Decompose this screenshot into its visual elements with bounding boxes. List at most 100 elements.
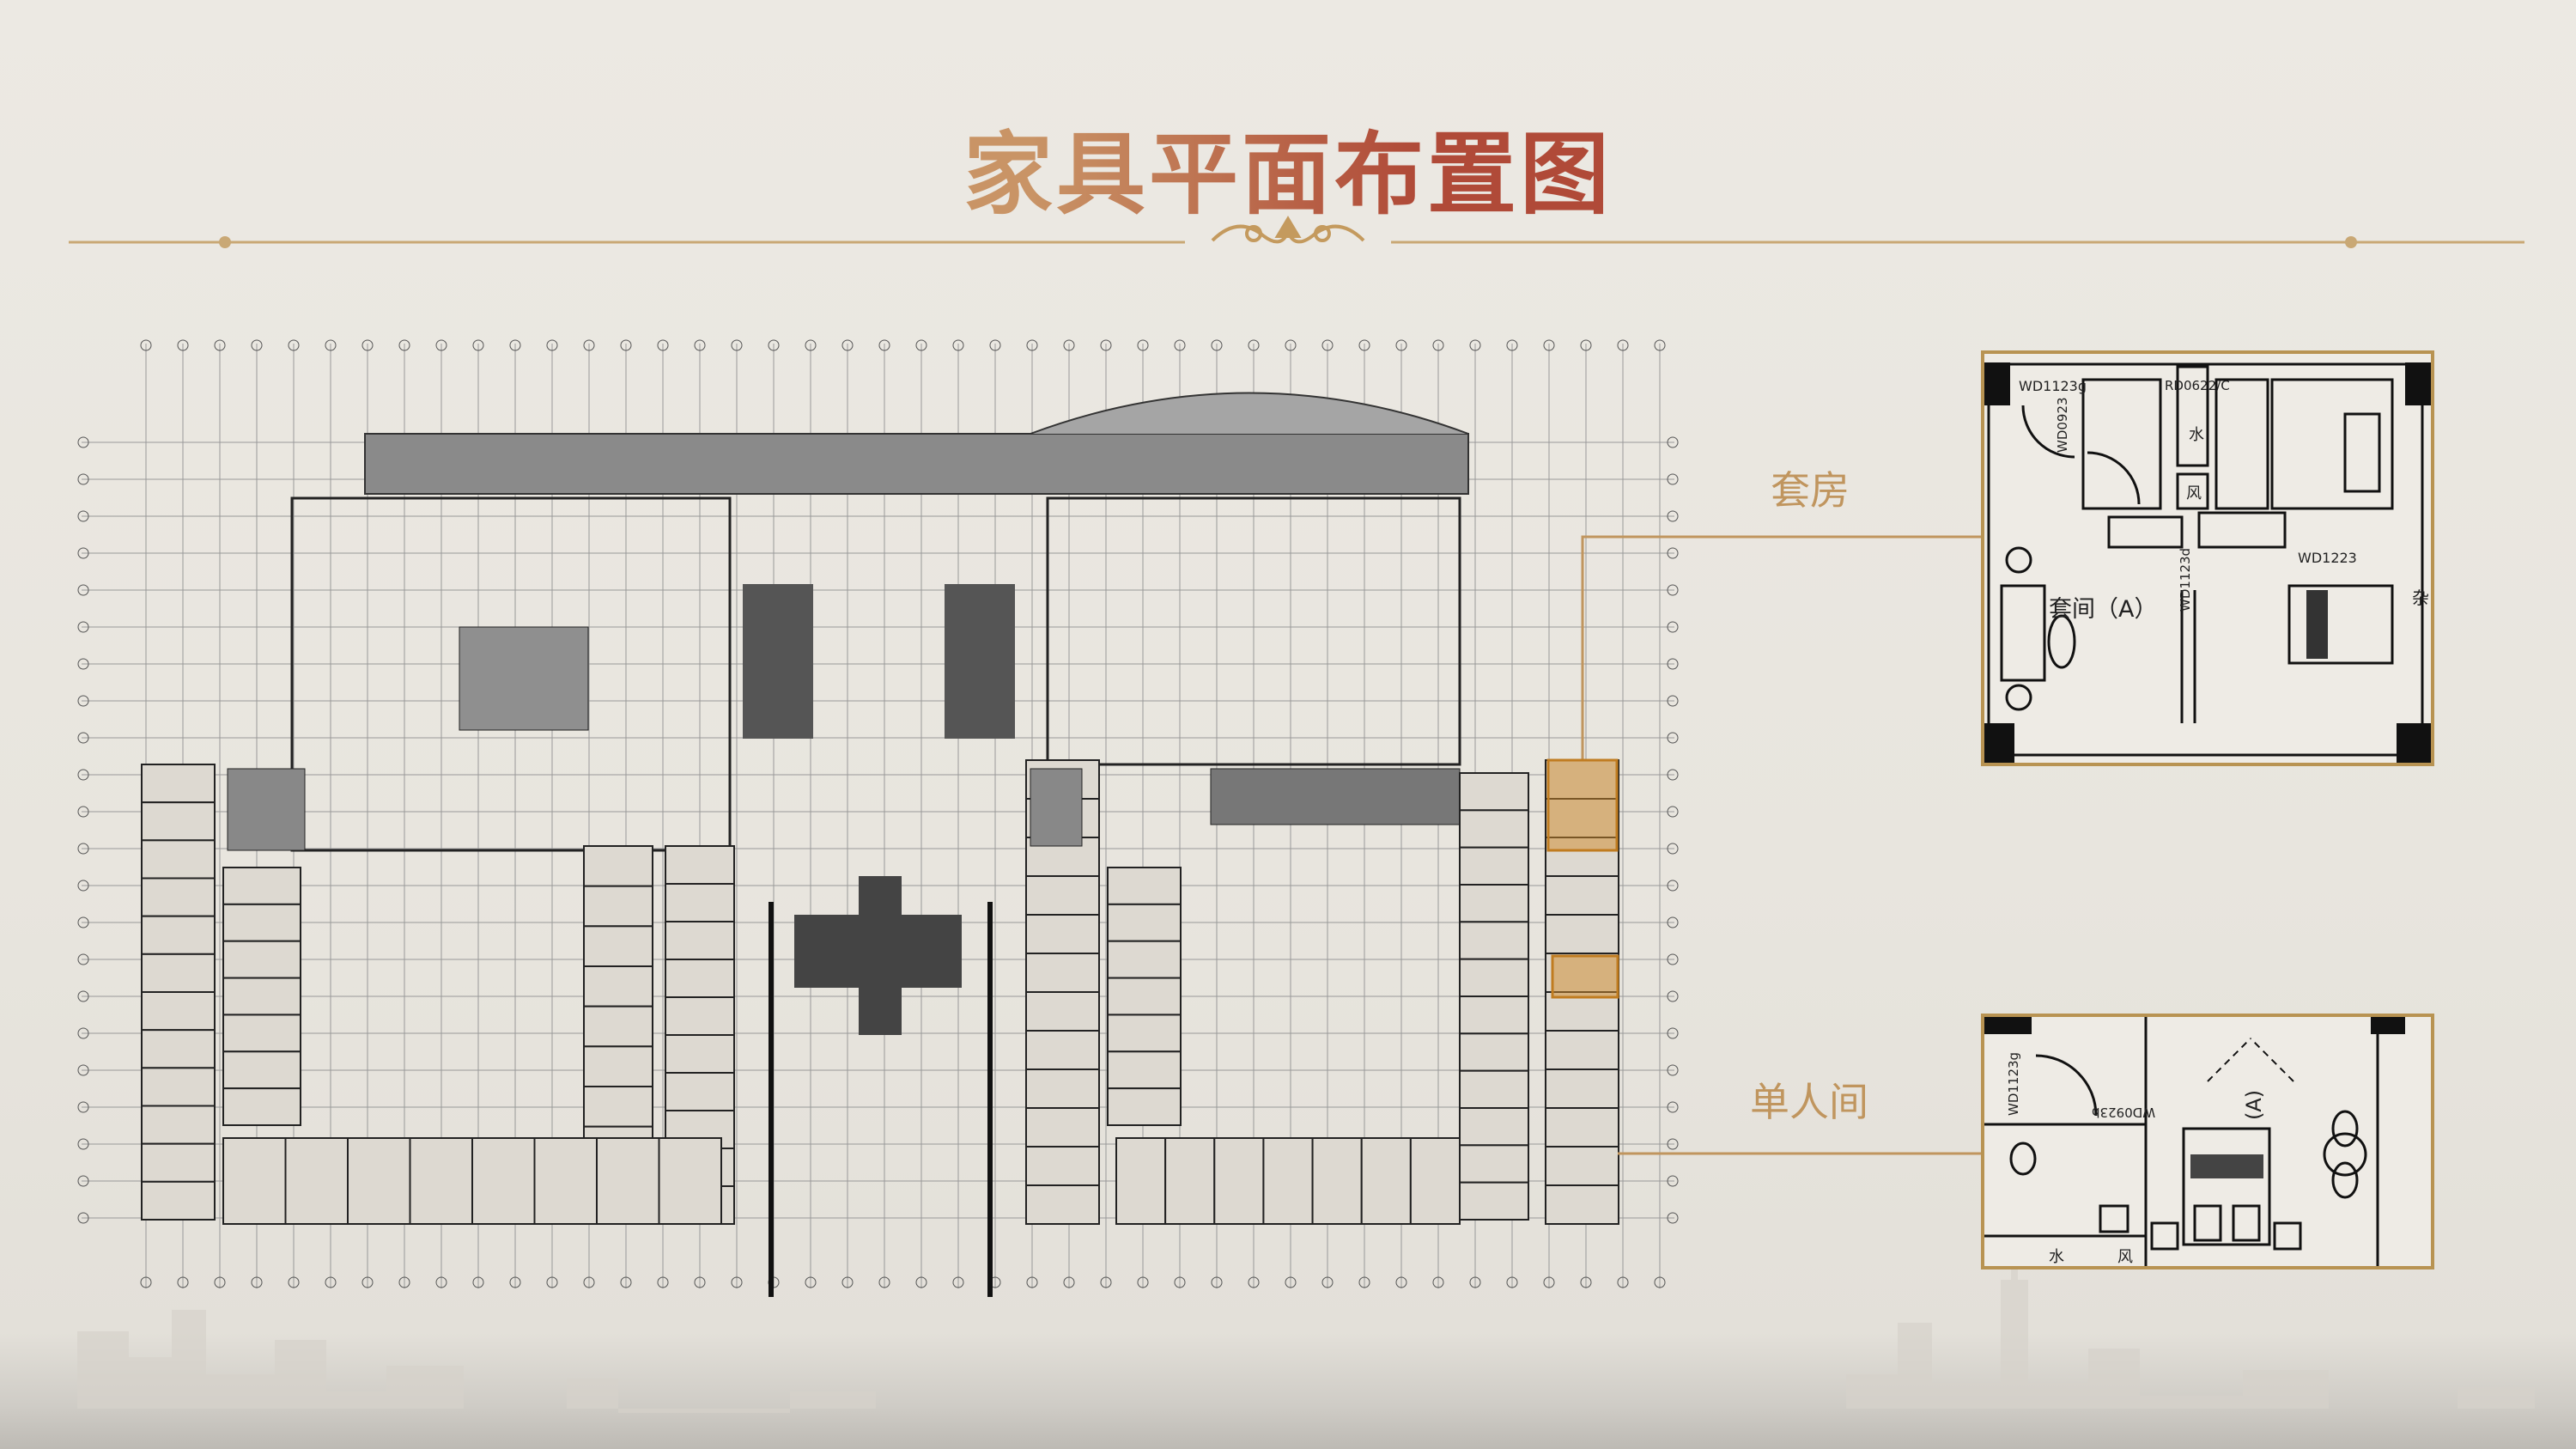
axis-bubble — [1667, 806, 1679, 818]
axis-bubble — [325, 339, 337, 351]
axis-bubble — [1285, 339, 1297, 351]
guest-room — [141, 877, 216, 917]
axis-bubble — [1432, 339, 1444, 351]
axis-bubble — [768, 339, 780, 351]
axis-bubble — [472, 1276, 484, 1288]
suite-tag: 杂 — [2412, 588, 2429, 608]
axis-bubble — [1395, 339, 1407, 351]
guest-room — [1545, 1068, 1619, 1109]
axis-bubble — [841, 339, 854, 351]
suite-label: 套房 — [1771, 467, 1850, 514]
axis-bubble — [1506, 1276, 1518, 1288]
guest-room — [141, 1067, 216, 1107]
axis-bubble — [177, 1276, 189, 1288]
axis-bubble — [361, 339, 374, 351]
axis-bubble — [805, 1276, 817, 1288]
axis-bubble — [1395, 1276, 1407, 1288]
axis-bubble — [1469, 339, 1481, 351]
guest-room — [1459, 995, 1529, 1035]
guest-room — [1107, 867, 1182, 905]
axis-bubble — [398, 339, 410, 351]
guest-room — [665, 1072, 735, 1111]
axis-bubble — [805, 339, 817, 351]
axis-bubble — [731, 1276, 743, 1288]
building-plan — [141, 392, 1619, 1297]
axis-bubble — [1321, 1276, 1334, 1288]
guest-room — [141, 1105, 216, 1145]
guest-room — [1360, 1137, 1412, 1225]
axis-bubble — [1667, 1212, 1679, 1224]
guest-room — [1213, 1137, 1265, 1225]
single-room-label: 单人间 — [1750, 1079, 1868, 1125]
axis-bubble — [1432, 1276, 1444, 1288]
guest-room — [1409, 1137, 1461, 1225]
guest-room — [1545, 1107, 1619, 1148]
axis-bubble — [731, 339, 743, 351]
single-tag: 水 — [2049, 1248, 2064, 1266]
guest-room — [141, 915, 216, 955]
axis-bubble — [1469, 1276, 1481, 1288]
axis-bubble — [546, 339, 558, 351]
guest-room — [1025, 953, 1100, 993]
axis-bubble — [77, 695, 89, 707]
axis-bubble — [1667, 769, 1679, 781]
axis-bubble — [77, 1212, 89, 1224]
suite-tag: WD1223 — [2298, 550, 2357, 566]
guest-room — [1545, 1146, 1619, 1186]
suite-plan-inset[interactable]: 套间（A） WD1123g WD0923 RD0622/C 水 风 WD1123… — [1981, 350, 2434, 766]
axis-bubble — [77, 436, 89, 448]
guest-room — [1459, 772, 1529, 812]
guest-room — [583, 885, 653, 928]
axis-bubble — [1248, 339, 1260, 351]
axis-bubble — [77, 806, 89, 818]
axis-bubble — [1667, 843, 1679, 855]
axis-bubble — [509, 339, 521, 351]
axis-bubble — [1667, 695, 1679, 707]
guest-room — [665, 959, 735, 998]
guest-room — [1459, 1032, 1529, 1072]
single-room-highlight[interactable] — [1551, 954, 1619, 999]
axis-bubble — [1100, 339, 1112, 351]
guest-room — [1545, 914, 1619, 954]
axis-bubble — [1667, 1027, 1679, 1039]
axis-bubble — [989, 339, 1001, 351]
guest-room — [222, 903, 301, 942]
axis-bubble — [251, 1276, 263, 1288]
axis-bubble — [77, 1064, 89, 1076]
guest-room — [1107, 903, 1182, 942]
guest-room — [1025, 914, 1100, 954]
axis-bubble — [1580, 339, 1592, 351]
stair-core — [459, 626, 589, 731]
guest-room — [1545, 1030, 1619, 1070]
axis-bubble — [77, 843, 89, 855]
guest-room — [222, 977, 301, 1016]
axis-bubble — [288, 1276, 300, 1288]
guest-room — [665, 1034, 735, 1074]
guest-room — [1025, 1107, 1100, 1148]
guest-room — [665, 921, 735, 960]
axis-bubble — [1285, 1276, 1297, 1288]
axis-bubble — [77, 880, 89, 892]
axis-bubble — [1667, 621, 1679, 633]
axis-bubble — [140, 1276, 152, 1288]
axis-bubble — [1543, 1276, 1555, 1288]
suite-tag: RD0622/C — [2165, 378, 2230, 393]
suite-plan-drawing — [1984, 362, 2431, 763]
west-hall — [290, 496, 732, 852]
axis-bubble — [546, 1276, 558, 1288]
title-divider — [69, 236, 2524, 248]
axis-bubble — [915, 339, 927, 351]
single-room-plan-inset[interactable]: (A) WD1123g WD0923b 水 风 — [1981, 1014, 2434, 1269]
axis-bubble — [77, 769, 89, 781]
axis-bubble — [1667, 1175, 1679, 1187]
guest-room — [665, 845, 735, 885]
suite-highlight[interactable] — [1546, 758, 1619, 852]
axis-bubble — [251, 339, 263, 351]
guest-room — [1025, 1030, 1100, 1070]
axis-bubble — [77, 1101, 89, 1113]
axis-bubble — [398, 1276, 410, 1288]
guest-room — [1459, 809, 1529, 849]
axis-bubble — [878, 1276, 890, 1288]
guest-room — [596, 1137, 660, 1225]
guest-room — [1311, 1137, 1363, 1225]
